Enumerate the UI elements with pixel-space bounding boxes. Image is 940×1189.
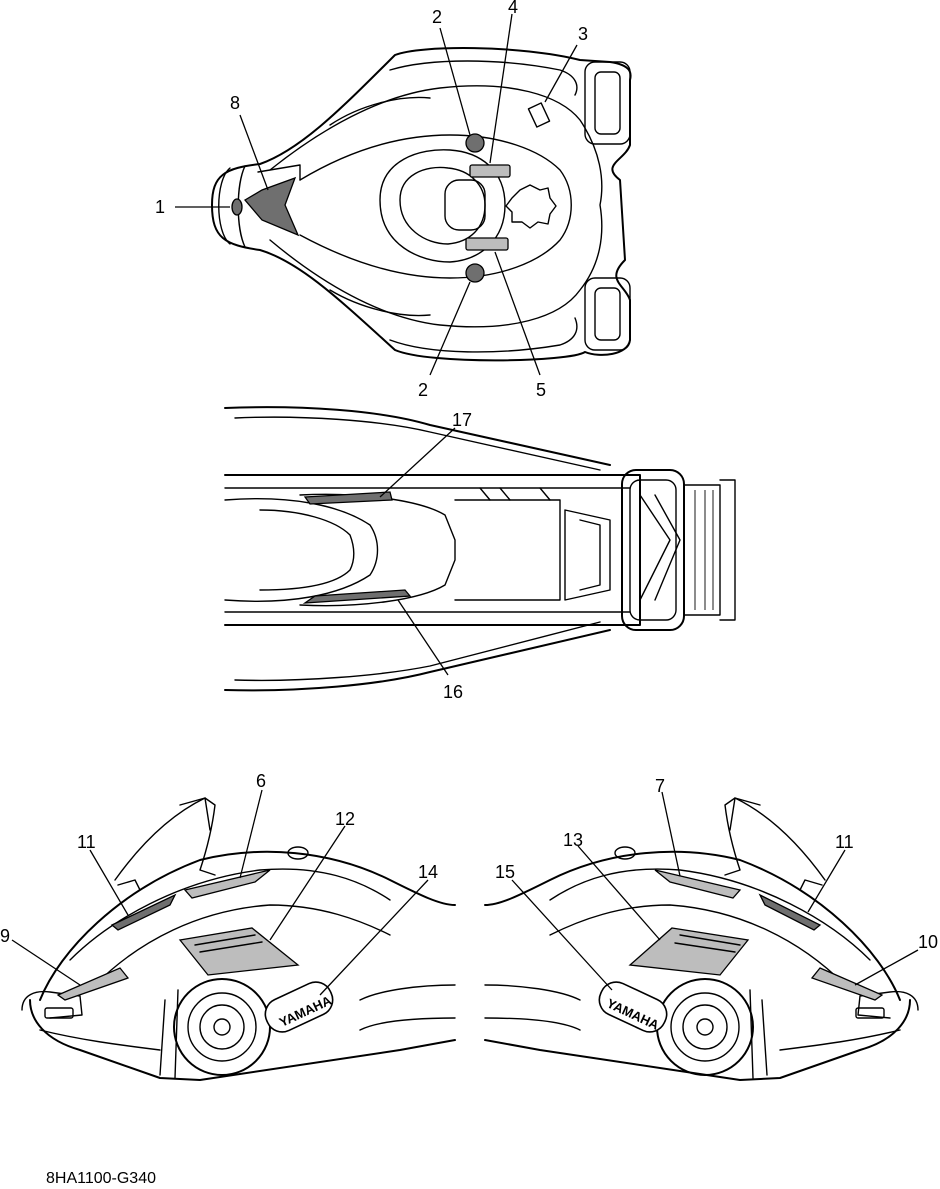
callout-11-right: 11 — [835, 832, 854, 852]
callout-9: 9 — [0, 926, 10, 946]
callout-13: 13 — [563, 830, 583, 850]
callout-12: 12 — [335, 809, 355, 829]
callout-11-left: 11 — [77, 832, 96, 852]
callout-16: 16 — [443, 682, 463, 702]
callout-7: 7 — [655, 776, 665, 796]
callout-14: 14 — [418, 862, 438, 882]
callout-3: 3 — [578, 24, 588, 44]
drawing-code: 8HA1100-G340 — [46, 1170, 156, 1187]
callout-1: 1 — [155, 197, 165, 217]
callout-2-bottom: 2 — [418, 380, 428, 400]
callout-15: 15 — [495, 862, 515, 882]
callout-6: 6 — [256, 771, 266, 791]
callout-10: 10 — [918, 932, 938, 952]
callout-8: 8 — [230, 93, 240, 113]
callout-5: 5 — [536, 380, 546, 400]
deck-view — [224, 406, 736, 692]
leader-lines — [11, 13, 919, 996]
callout-17: 17 — [452, 410, 472, 430]
callout-2-top: 2 — [432, 7, 442, 27]
callout-4: 4 — [508, 0, 518, 17]
top-view — [211, 47, 632, 362]
callout-labels: 1 8 2 4 3 2 5 17 16 6 11 9 12 14 7 11 10… — [0, 0, 938, 952]
left-side-view — [21, 797, 456, 1081]
right-side-view — [484, 797, 919, 1081]
